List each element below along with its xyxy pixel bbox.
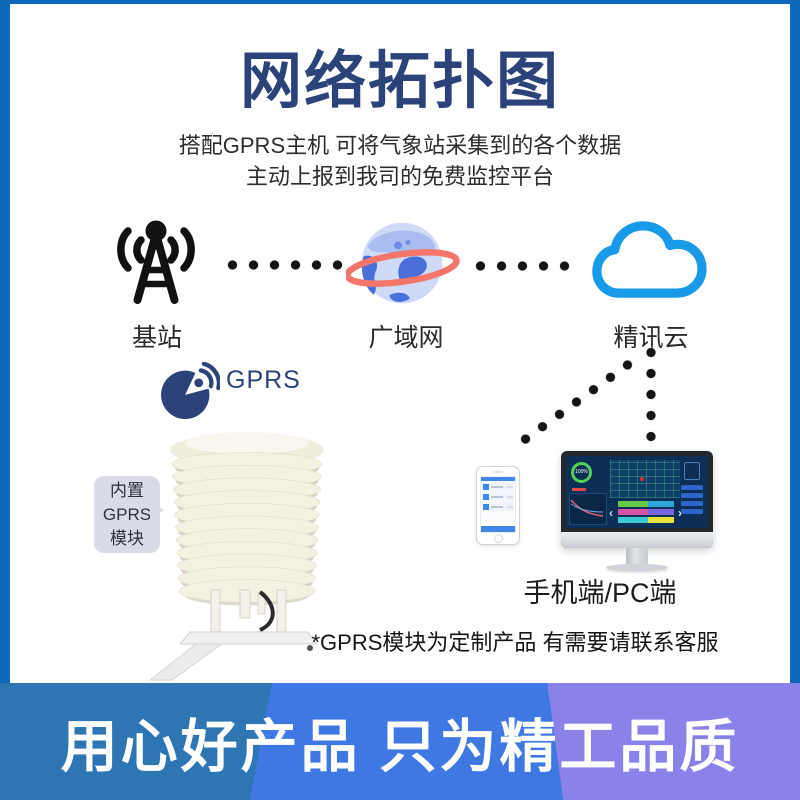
dotted-link-cloud-to-pc (645, 342, 657, 449)
page-subtitle: 搭配GPRS主机 可将气象站采集到的各个数据 主动上报到我司的免费监控平台 (0, 130, 800, 192)
phone-tab-bar (481, 526, 515, 532)
right-border (790, 0, 800, 800)
banner-slogan: 用心好产品 只为精工品质 (60, 714, 740, 779)
left-border (0, 0, 10, 800)
dashboard-data-rows (618, 499, 676, 523)
bubble-line-2: GPRS (102, 505, 152, 524)
phone-list-item (482, 482, 514, 491)
monitor-bezel: 100% ‹ › (561, 451, 713, 548)
phone-image (476, 466, 520, 545)
dotted-link-wan-to-cloud (470, 260, 574, 272)
phone-screen (480, 476, 516, 533)
subtitle-line-1: 搭配GPRS主机 可将气象站采集到的各个数据 (178, 133, 622, 158)
app-item-icon (483, 503, 489, 510)
subtitle-line-2: 主动上报到我司的免费监控平台 (245, 164, 554, 189)
banner-left-segment (0, 683, 272, 800)
phone-home-button (494, 534, 503, 543)
base-station-label: 基站 (131, 324, 182, 352)
base-station-icon (117, 220, 195, 304)
built-in-gprs-bubble: 内置 GPRS 模块 (94, 476, 164, 553)
phone-speaker (493, 471, 503, 473)
app-item-icon (483, 483, 489, 490)
dashboard-gauge: 100% (571, 462, 592, 483)
bottom-banner: 用心好产品 只为精工品质 (0, 683, 800, 800)
gprs-label: GPRS (226, 366, 301, 394)
monitor-stand (626, 548, 648, 565)
panel-button (681, 493, 703, 498)
pc-monitor-image: 100% ‹ › (561, 451, 713, 573)
panel-device-icon (684, 462, 700, 480)
dotted-link-base-to-wan (222, 259, 346, 271)
banner-right-segment (547, 683, 800, 800)
gprs-dish-icon (161, 362, 220, 420)
wan-label: 广域网 (368, 324, 444, 352)
phone-app-header (481, 477, 515, 481)
phone-list-item (482, 502, 514, 511)
panel-button (681, 501, 703, 506)
phone-list-item (482, 492, 514, 501)
footnote: *GPRS模块为定制产品 有需要请联系客服 (311, 630, 719, 655)
map-pin (640, 477, 644, 481)
dashboard-line-chart (569, 493, 607, 525)
cloud-icon (592, 221, 707, 298)
dotted-link-cloud-to-phone (513, 353, 640, 451)
dashboard-side-panel (679, 460, 705, 517)
devices-label: 手机端/PC端 (523, 578, 677, 608)
dashboard-map (610, 460, 680, 498)
page-title: 网络拓扑图 (239, 47, 560, 116)
bubble-line-3: 模块 (110, 529, 144, 548)
bubble-line-1: 内置 (110, 481, 144, 500)
monitor-dashboard-screen: 100% ‹ › (566, 456, 708, 528)
carousel-right-chevron: › (678, 506, 682, 520)
weather-station-image (150, 432, 324, 681)
app-item-icon (483, 493, 489, 500)
carousel-left-chevron: ‹ (609, 506, 613, 520)
panel-button (681, 485, 703, 490)
monitor-base (606, 564, 668, 571)
monitor-chin (561, 532, 713, 548)
wan-globe-icon (346, 222, 460, 304)
top-border (0, 0, 800, 4)
panel-button (681, 509, 703, 514)
